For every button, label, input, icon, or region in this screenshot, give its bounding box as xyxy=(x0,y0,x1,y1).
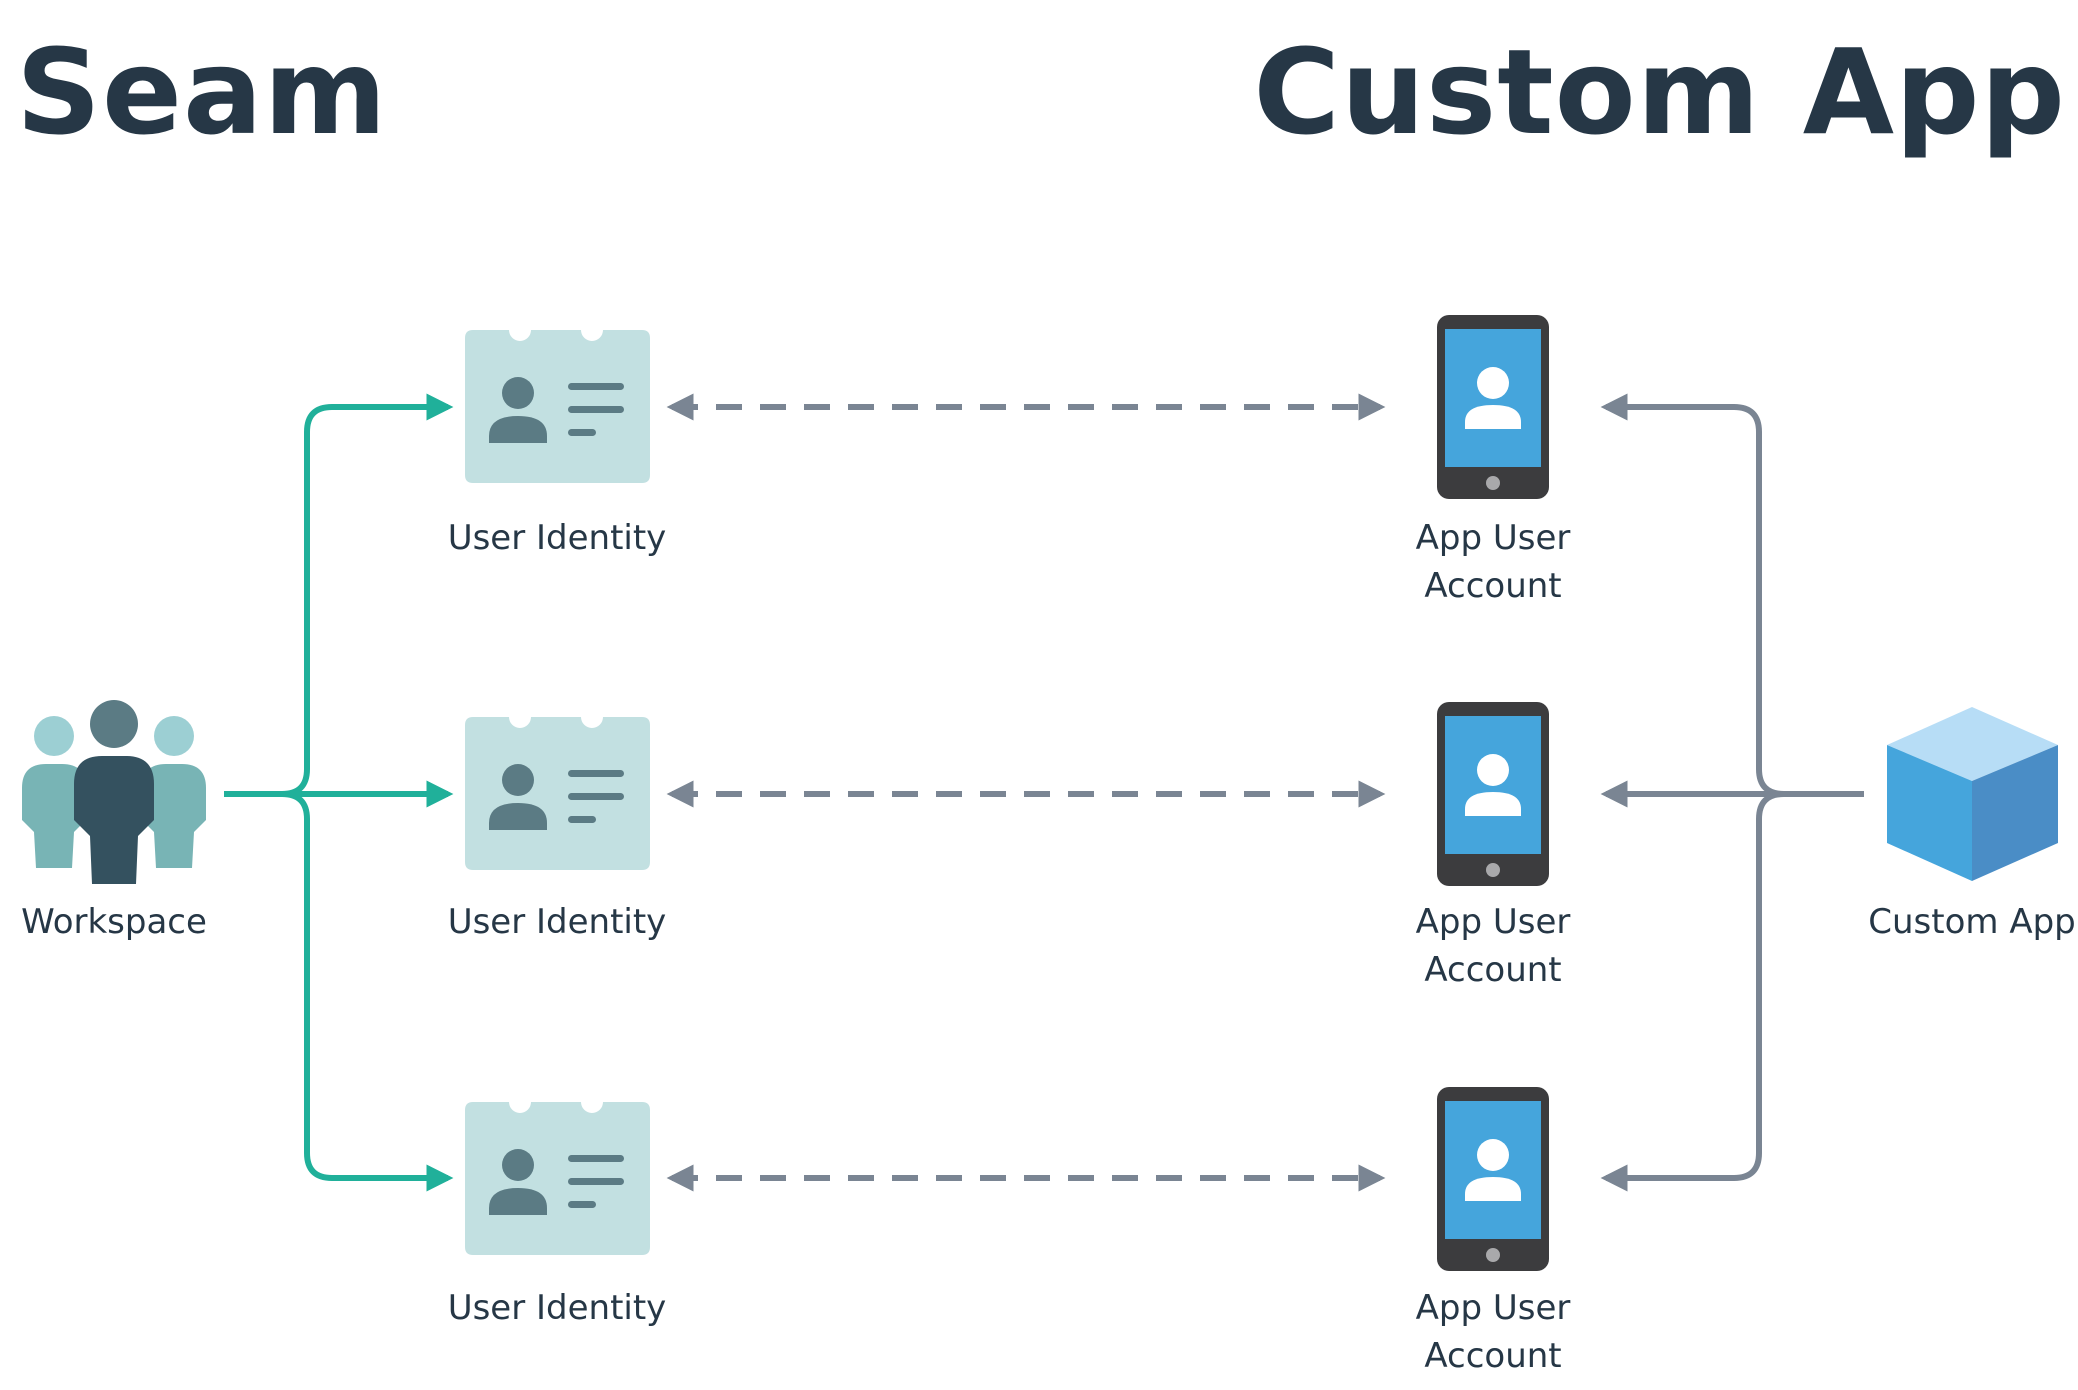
app-user-account-label: App User Account xyxy=(1416,514,1571,610)
user-identity-label: User Identity xyxy=(447,1288,667,1328)
workspace-label: Workspace xyxy=(21,902,207,942)
smartphone-user-icon xyxy=(1437,1087,1549,1271)
app-user-account-label-line2: Account xyxy=(1424,566,1562,606)
custom-app-heading: Custom App xyxy=(1253,23,2066,161)
workspace-connectors xyxy=(224,393,454,1192)
app-user-account-label: App User Account xyxy=(1416,898,1571,994)
custom-app-label: Custom App xyxy=(1868,902,2076,942)
smartphone-user-icon xyxy=(1437,702,1549,886)
custom-app-connectors xyxy=(1600,393,1864,1192)
identity-account-links xyxy=(666,393,1386,1192)
app-user-account-label-line1: App User xyxy=(1415,902,1571,942)
people-group-icon xyxy=(22,700,206,884)
app-user-account-label-line2: Account xyxy=(1424,950,1562,990)
seam-heading: Seam xyxy=(16,23,388,161)
app-user-account-label: App User Account xyxy=(1416,1284,1571,1380)
cube-icon xyxy=(1887,707,2058,881)
user-identity-label: User Identity xyxy=(447,518,667,558)
id-card-icon xyxy=(465,330,650,483)
id-card-icon xyxy=(465,1102,650,1255)
id-card-icon xyxy=(465,717,650,870)
smartphone-user-icon xyxy=(1437,315,1549,499)
app-user-account-label-line1: App User xyxy=(1415,1288,1571,1328)
app-user-account-label-line1: App User xyxy=(1415,518,1571,558)
app-user-account-label-line2: Account xyxy=(1424,1336,1562,1376)
user-identity-label: User Identity xyxy=(447,902,667,942)
